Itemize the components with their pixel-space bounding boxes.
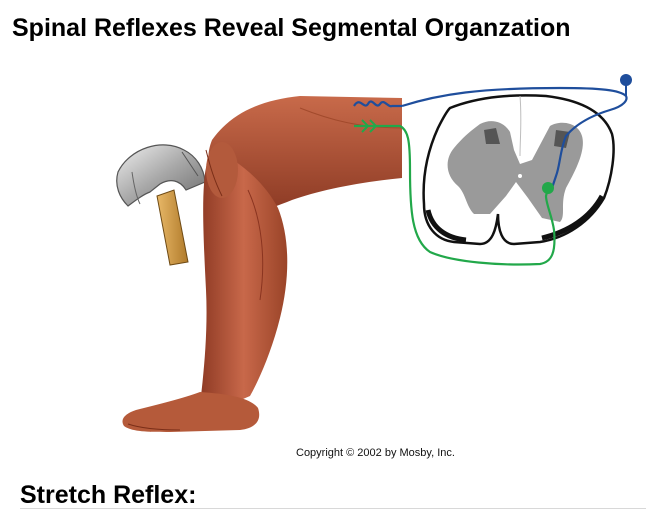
motor-neuron-icon: [542, 182, 554, 194]
spinal-cord-cross-section: [422, 94, 615, 246]
dorsal-root-ganglion-icon: [620, 74, 632, 86]
afferent-pathway: [353, 74, 632, 189]
hammer-icon: [116, 144, 206, 266]
efferent-pathway: [354, 119, 556, 266]
divider: [20, 508, 646, 509]
slide-title: Spinal Reflexes Reveal Segmental Organza…: [12, 14, 571, 42]
neuromuscular-junction-icon: [361, 119, 378, 133]
muscle-spindle-icon: [353, 100, 402, 108]
section-heading: Stretch Reflex:: [20, 481, 197, 509]
copyright-note: Copyright © 2002 by Mosby, Inc.: [296, 447, 455, 459]
leg-illustration: [122, 96, 403, 432]
